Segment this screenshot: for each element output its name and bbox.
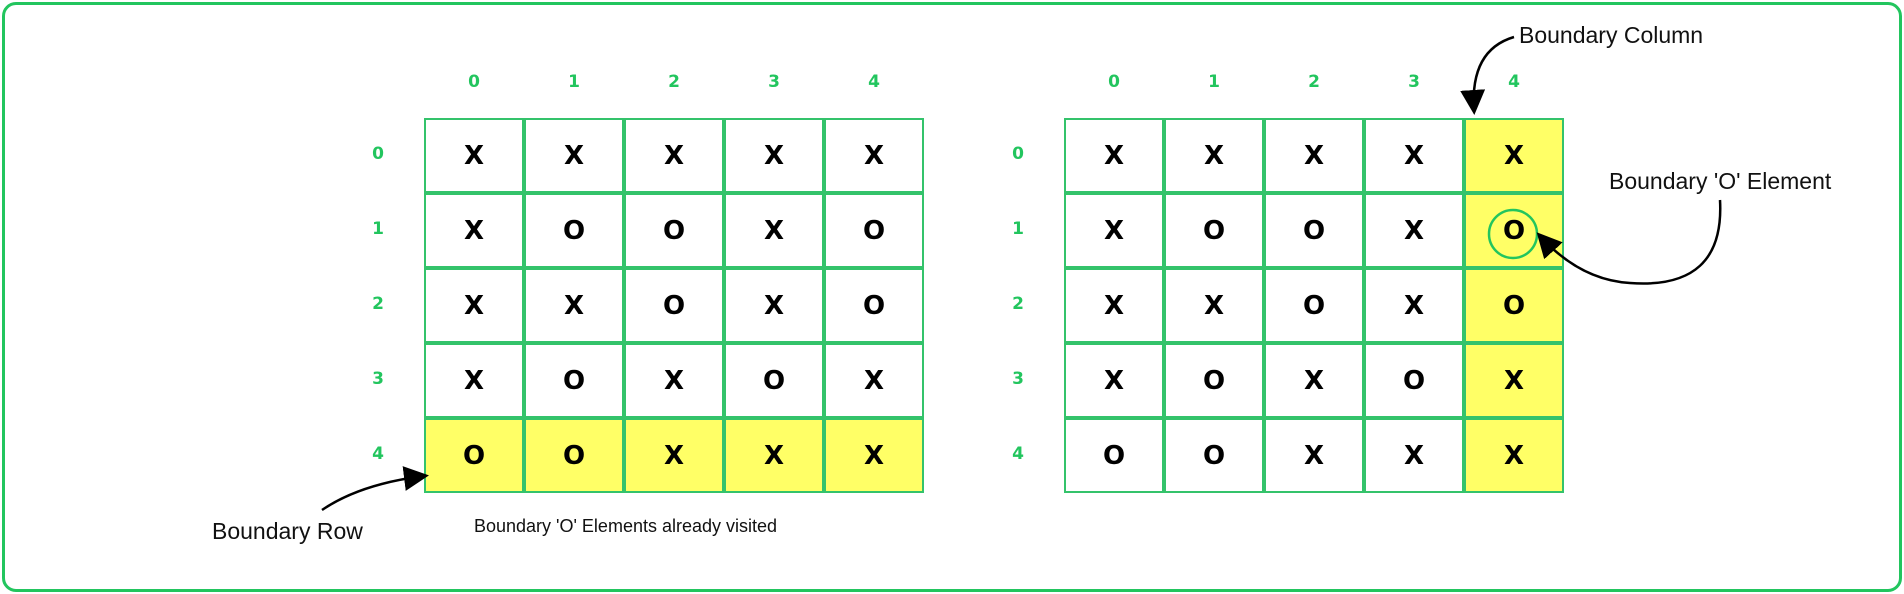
grid-cell: X [424,268,524,343]
row-index: 4 [372,443,384,464]
grid-cell: X [1464,343,1564,418]
grid-cell: O [1264,193,1364,268]
col-index: 3 [1408,72,1420,92]
col-index: 1 [568,72,580,92]
grid-cell: X [1264,418,1364,493]
grid-cell: O [1064,418,1164,493]
grid-cell: O [524,193,624,268]
grid-cell: O [824,268,924,343]
grid-cell: X [1364,193,1464,268]
col-index: 0 [1108,72,1120,92]
row-index: 3 [1012,368,1024,389]
row-index: 0 [372,143,384,164]
grid-cell: X [424,118,524,193]
grid-cell: O [824,193,924,268]
row-index: 3 [372,368,384,389]
grid-cell: X [1064,118,1164,193]
grid-cell: X [1364,418,1464,493]
grid-cell: X [1464,418,1564,493]
grid-cell: X [1164,118,1264,193]
grid-cell: X [724,268,824,343]
grid-cell: O [1364,343,1464,418]
boundary-column-label: Boundary Column [1519,22,1704,48]
grid-cell: X [524,268,624,343]
grid-cell: X [424,343,524,418]
col-index: 1 [1208,72,1220,92]
row-index: 1 [372,218,384,239]
grid-cell: X [1464,118,1564,193]
grid-cell: O [524,418,624,493]
grid-cell: O [624,193,724,268]
col-index: 2 [1308,72,1320,92]
grid-cell: X [724,118,824,193]
grid-cell: X [624,118,724,193]
grid-cell: O [1164,343,1264,418]
grid-cell: X [1264,343,1364,418]
grid-cell: X [624,418,724,493]
row-index: 4 [1012,443,1024,464]
boundary-row-label: Boundary Row [212,518,363,544]
row-index: 1 [1012,218,1024,239]
grid-cell: X [624,343,724,418]
grid-cell: X [824,343,924,418]
grid-cell: X [524,118,624,193]
grid-cell: O [524,343,624,418]
grid-cell: X [1364,118,1464,193]
grid-cell: X [1064,343,1164,418]
grid-cell: X [724,418,824,493]
grid-cell: X [824,418,924,493]
boundary-o-element-label: Boundary 'O' Element [1609,168,1832,194]
grid-cell: O [1264,268,1364,343]
col-index: 3 [768,72,780,92]
grid-cell: O [724,343,824,418]
col-index: 0 [468,72,480,92]
grid-cell: X [824,118,924,193]
col-index: 2 [668,72,680,92]
grid-cell: O [1164,418,1264,493]
col-index: 4 [1508,72,1520,92]
row-index: 2 [372,293,384,314]
row-index: 2 [1012,293,1024,314]
row-index: 0 [1012,143,1024,164]
grid-cell: X [1364,268,1464,343]
grid-cell: X [1064,193,1164,268]
grid-cell: X [1164,268,1264,343]
grid-cell: X [424,193,524,268]
col-index: 4 [868,72,880,92]
grid-cell: O [1464,193,1564,268]
grid-cell: O [1164,193,1264,268]
grid-cell: O [624,268,724,343]
grid-cell: O [424,418,524,493]
grid-cell: X [1064,268,1164,343]
grid-cell: X [724,193,824,268]
grid-cell: X [1264,118,1364,193]
grid-cell: O [1464,268,1564,343]
already-visited-note: Boundary 'O' Elements already visited [474,516,778,536]
